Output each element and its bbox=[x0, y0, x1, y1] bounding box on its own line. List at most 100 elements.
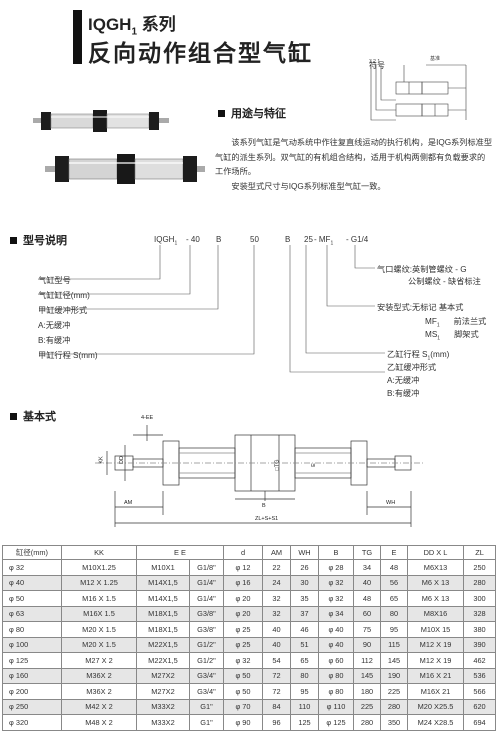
table-cell: G3/4" bbox=[188, 683, 225, 700]
table-cell: φ 34 bbox=[318, 605, 354, 622]
usage-paragraph-1: 该系列气缸是气动系统中作往复直线运动的执行机构，是IQG系列标准型气缸的派生系列… bbox=[215, 138, 493, 176]
table-cell: 40 bbox=[262, 621, 291, 638]
cylinder-lower-image bbox=[45, 154, 205, 184]
table-cell: M12 X 1.25 bbox=[61, 574, 137, 591]
table-cell: φ 100 bbox=[2, 636, 62, 653]
col-d: d bbox=[223, 545, 263, 560]
table-cell: 95 bbox=[290, 683, 319, 700]
table-cell: 145 bbox=[380, 652, 408, 669]
table-cell: M24 X28.5 bbox=[407, 714, 464, 731]
table-cell: M20 X25.5 bbox=[407, 698, 464, 715]
col-wh: WH bbox=[290, 545, 319, 560]
product-title: 反向动作组合型气缸 bbox=[88, 40, 313, 66]
table-cell: 84 bbox=[262, 698, 291, 715]
code-series: IQGH1 bbox=[154, 235, 178, 247]
table-cell: 72 bbox=[262, 667, 291, 684]
usage-heading: 用途与特征 bbox=[218, 105, 286, 121]
dim-b: B bbox=[262, 503, 266, 509]
col-b: B bbox=[318, 545, 354, 560]
table-cell: 54 bbox=[262, 652, 291, 669]
table-cell: 190 bbox=[380, 667, 408, 684]
table-cell: φ 125 bbox=[318, 714, 354, 731]
table-cell: G1" bbox=[188, 714, 225, 731]
table-cell: φ 32 bbox=[2, 559, 62, 576]
code-mount: - MF1 bbox=[314, 235, 334, 247]
table-cell: 300 bbox=[463, 590, 496, 607]
usage-paragraph-2: 安装型式尺寸与IQG系列标准型气缸一致。 bbox=[231, 181, 386, 191]
label-metric-thread: 公制螺纹 - 缺省标注 bbox=[408, 277, 481, 286]
dim-zl: ZL+S+S1 bbox=[255, 516, 279, 522]
table-cell: 35 bbox=[290, 590, 319, 607]
basic-heading: 基本式 bbox=[10, 408, 56, 424]
basic-dimension-drawing bbox=[95, 425, 425, 527]
series-title: IQGH1 系列 bbox=[88, 15, 176, 38]
dim-kk: KK bbox=[98, 456, 105, 464]
dim-am: AM bbox=[124, 500, 133, 506]
table-cell: G1/4" bbox=[188, 590, 225, 607]
table-cell: 26 bbox=[290, 559, 319, 576]
col-e: E bbox=[380, 545, 408, 560]
table-cell: M20 X 1.5 bbox=[61, 636, 137, 653]
table-cell: 65 bbox=[290, 652, 319, 669]
table-cell: M6 X 13 bbox=[407, 590, 464, 607]
table-cell: φ 50 bbox=[2, 590, 62, 607]
table-cell: M18X1,5 bbox=[136, 605, 190, 622]
dim-tg: □TG bbox=[274, 459, 281, 471]
table-cell: φ 80 bbox=[318, 667, 354, 684]
table-cell: φ 28 bbox=[318, 559, 354, 576]
table-cell: 48 bbox=[353, 590, 381, 607]
table-cell: φ 60 bbox=[318, 652, 354, 669]
col-bore: 缸径(mm) bbox=[2, 545, 62, 560]
label-bore: 气缸缸径(mm) bbox=[38, 291, 90, 300]
table-cell: 30 bbox=[290, 574, 319, 591]
table-cell: G3/8" bbox=[188, 621, 225, 638]
table-cell: φ 25 bbox=[223, 621, 263, 638]
label-cushion-b-none: A:无缓冲 bbox=[387, 376, 420, 385]
code-bore: - 40 bbox=[186, 235, 200, 244]
usage-description: 该系列气缸是气动系统中作往复直线运动的执行机构，是IQG系列标准型气缸的派生系列… bbox=[215, 136, 493, 194]
label-cushion-b: 乙缸缓冲形式 bbox=[387, 363, 437, 372]
label-port-thread: 气口螺纹:英制管螺纹 - G bbox=[377, 265, 467, 274]
table-cell: M6 X 13 bbox=[407, 574, 464, 591]
table-cell: φ 50 bbox=[223, 683, 263, 700]
table-cell: G1/8" bbox=[188, 559, 225, 576]
table-cell: 110 bbox=[290, 698, 319, 715]
table-cell: 48 bbox=[380, 559, 408, 576]
table-cell: φ 80 bbox=[318, 683, 354, 700]
table-cell: 60 bbox=[353, 605, 381, 622]
table-cell: G1/2" bbox=[188, 652, 225, 669]
table-cell: M14X1,5 bbox=[136, 574, 190, 591]
table-cell: M36X 2 bbox=[61, 667, 137, 684]
table-cell: φ 20 bbox=[223, 590, 263, 607]
table-cell: 390 bbox=[463, 636, 496, 653]
table-cell: M12 X 19 bbox=[407, 652, 464, 669]
table-cell: M48 X 2 bbox=[61, 714, 137, 731]
table-cell: φ 320 bbox=[2, 714, 62, 731]
table-cell: φ 32 bbox=[318, 590, 354, 607]
table-cell: 37 bbox=[290, 605, 319, 622]
table-cell: 95 bbox=[380, 621, 408, 638]
table-cell: 32 bbox=[262, 605, 291, 622]
product-photo bbox=[33, 110, 205, 184]
dim-dd: DD bbox=[118, 456, 125, 464]
table-cell: M36X 2 bbox=[61, 683, 137, 700]
model-heading: 型号说明 bbox=[10, 232, 67, 248]
pneumatic-symbol-diagram bbox=[370, 64, 467, 121]
table-cell: 125 bbox=[290, 714, 319, 731]
table-cell: 462 bbox=[463, 652, 496, 669]
label-no-cushion: A:无缓冲 bbox=[38, 321, 71, 330]
table-cell: 96 bbox=[262, 714, 291, 731]
code-stroke-2: 25 bbox=[304, 235, 313, 244]
table-cell: φ 32 bbox=[223, 652, 263, 669]
table-cell: M10X 15 bbox=[407, 621, 464, 638]
table-cell: 46 bbox=[290, 621, 319, 638]
table-cell: M27 X 2 bbox=[61, 652, 137, 669]
label-cushion-a: 甲缸缓冲形式 bbox=[38, 306, 88, 315]
table-cell: φ 125 bbox=[2, 652, 62, 669]
